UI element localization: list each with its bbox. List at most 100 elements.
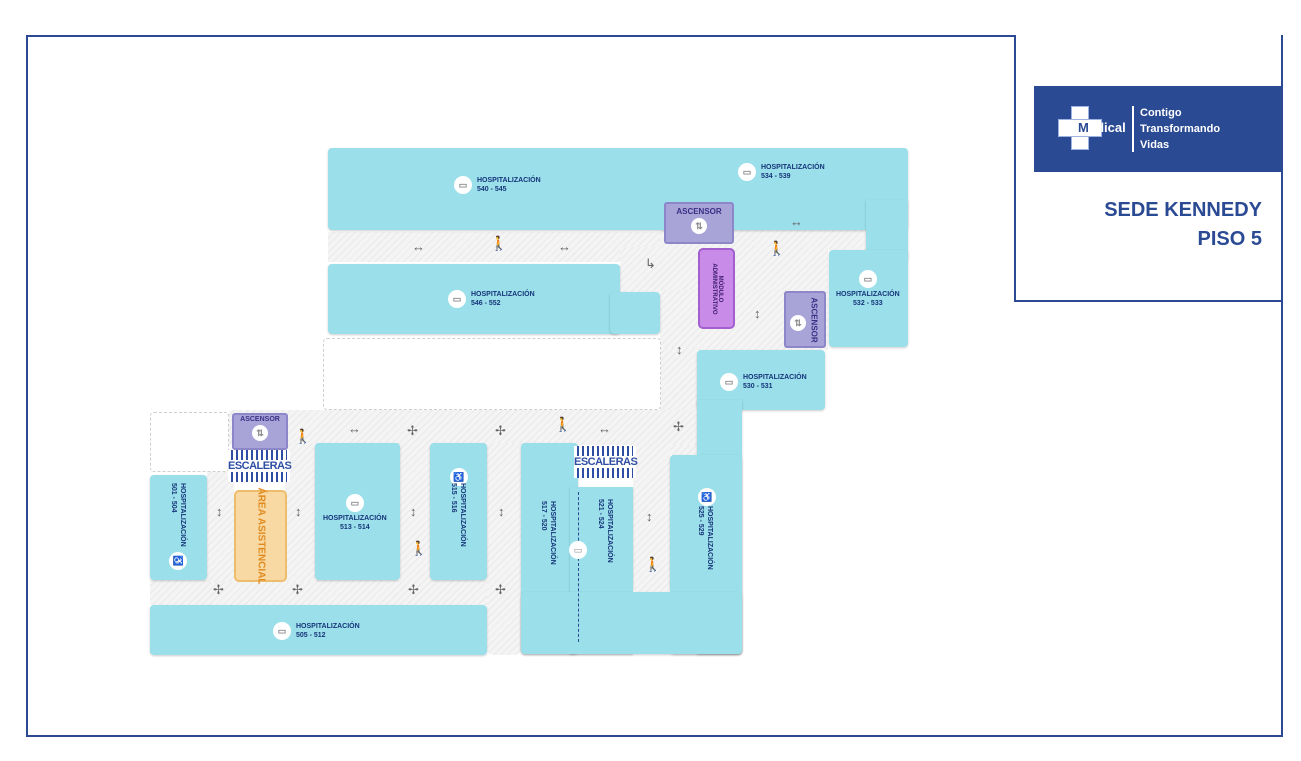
map-frame [26, 35, 1283, 737]
crossing-arrow-icon: ✢ [673, 419, 684, 434]
vertical-arrow-icon: ↕ [216, 504, 223, 519]
crossing-arrow-icon: ✢ [495, 423, 506, 438]
elevator-icon: ⇅ [252, 425, 268, 441]
elevator-top[interactable]: ASCENSOR ⇅ [664, 202, 734, 244]
bed-icon: ▭ [858, 270, 877, 288]
two-way-arrow-icon: ↔ [412, 239, 425, 254]
tagline-line: Vidas [1140, 139, 1170, 151]
crossing-arrow-icon: ✢ [407, 423, 418, 438]
room-divider [578, 492, 579, 642]
room-546-552-ext [610, 292, 660, 334]
room-range: 530 - 531 [743, 383, 773, 390]
elevator-label: ASCENSOR [809, 296, 819, 343]
two-way-arrow-icon: ↔ [598, 421, 611, 436]
walker-aid-icon: ♿ [698, 488, 716, 506]
empty-area [150, 412, 229, 472]
room-bottom-link [521, 592, 742, 654]
vertical-arrow-icon: ↕ [754, 306, 761, 321]
vertical-arrow-icon: ↕ [498, 504, 505, 519]
bed-icon: ▭ [569, 541, 587, 559]
corridor [400, 443, 430, 582]
vertical-arrow-icon: ↕ [646, 509, 653, 524]
stairs-icon [577, 468, 633, 478]
vertical-arrow-icon: ↕ [676, 342, 683, 357]
two-way-arrow-icon: ↔ [790, 214, 803, 229]
tagline-line: Transformando [1140, 123, 1221, 135]
room-type: HOSPITALIZACIÓN [296, 623, 360, 630]
room-546-552[interactable] [328, 264, 620, 334]
floor-name: PISO 5 [1197, 228, 1262, 250]
brand-name: Medical [1078, 120, 1126, 135]
room-type: HOSPITALIZACIÓN [459, 483, 466, 547]
room-type: HOSPITALIZACIÓN [471, 291, 535, 298]
room-type: HOSPITALIZACIÓN [477, 177, 541, 184]
crossing-arrow-icon: ✢ [408, 582, 419, 597]
room-label: ▭ HOSPITALIZACIÓN 534 - 539 [738, 163, 825, 181]
room-type: HOSPITALIZACIÓN [323, 515, 387, 522]
stairs-icon [231, 472, 287, 482]
pedestrian-icon: 🚶 [294, 428, 312, 444]
room-515-516[interactable] [430, 443, 487, 580]
logo-divider [1132, 106, 1134, 152]
bed-icon: ▭ [738, 163, 756, 181]
crossing-arrow-icon: ✢ [213, 582, 224, 597]
corridor [150, 580, 520, 605]
pedestrian-icon: 🚶 [554, 416, 572, 432]
elevator-label: ASCENSOR [676, 207, 722, 216]
pedestrian-icon: 🚶 [644, 556, 662, 572]
bed-icon: ▭ [720, 373, 738, 391]
room-type: HOSPITALIZACIÓN [179, 483, 186, 547]
room-type: HOSPITALIZACIÓN [761, 164, 825, 171]
room-532-533[interactable] [829, 250, 908, 347]
brand-rest: edical [1088, 120, 1126, 135]
turn-arrow-icon: ↳ [645, 256, 656, 271]
elevator-left[interactable]: ASCENSOR⇅ [232, 413, 288, 450]
bed-icon: ▭ [448, 290, 466, 308]
stairs-icon [577, 446, 633, 456]
room-label: ▭ HOSPITALIZACIÓN 532 - 533 [836, 270, 900, 308]
room-range: 525 - 529 [697, 506, 704, 536]
room-540-545[interactable] [328, 148, 908, 230]
room-type: HOSPITALIZACIÓN [549, 501, 556, 565]
corridor [633, 443, 670, 593]
elevator-icon: ⇅ [691, 218, 707, 234]
room-range: 534 - 539 [761, 173, 791, 180]
stairs-right[interactable]: ESCALERAS [574, 446, 638, 478]
stairs-left[interactable]: ESCALERAS [228, 450, 292, 482]
room-label: ▭ HOSPITALIZACIÓN 530 - 531 [720, 373, 807, 391]
admin-module[interactable]: MÓDULO ADMINISTRATIVO [698, 248, 735, 329]
room-505-512[interactable] [150, 605, 487, 655]
room-type: HOSPITALIZACIÓN [743, 374, 807, 381]
room-range: 501 - 504 [170, 483, 177, 513]
room-type: HOSPITALIZACIÓN [836, 291, 900, 298]
corridor [487, 443, 521, 655]
stairs-label: ESCALERAS [574, 456, 638, 468]
corridor [207, 470, 234, 582]
care-area[interactable]: ÁREA ASISTENCIAL [234, 487, 287, 585]
bed-icon: ▭ [454, 176, 472, 194]
room-range: 515 - 516 [450, 483, 457, 513]
room-range: 532 - 533 [853, 300, 883, 307]
elevator-right[interactable]: ASCENSOR⇅ [784, 291, 826, 348]
stairs-icon [231, 450, 287, 460]
crossing-arrow-icon: ✢ [495, 582, 506, 597]
tagline-line: Contigo [1140, 107, 1182, 119]
vertical-arrow-icon: ↕ [410, 504, 417, 519]
crossing-arrow-icon: ✢ [292, 582, 303, 597]
two-way-arrow-icon: ↔ [558, 239, 571, 254]
walker-aid-icon: ♿ [169, 551, 187, 570]
corridor [228, 410, 697, 445]
elevator-icon: ⇅ [790, 315, 806, 331]
